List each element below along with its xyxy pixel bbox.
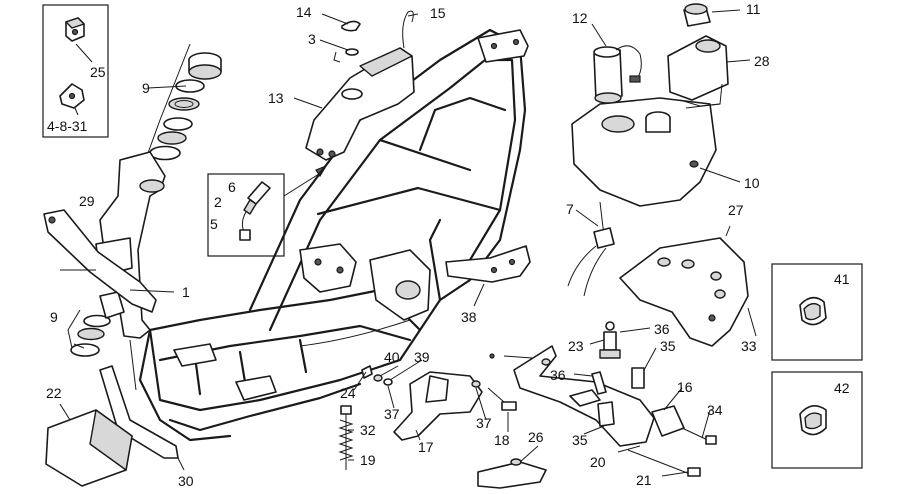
callout-30: 30 <box>178 473 194 489</box>
steering-bearing-stack <box>139 43 222 176</box>
callout-1: 1 <box>182 284 190 300</box>
lower-bearing-set <box>67 309 111 357</box>
callout-15: 15 <box>430 5 446 21</box>
rolled-mat-part-22 <box>45 403 133 487</box>
callout-2: 2 <box>214 194 222 210</box>
level-sensor-part-7 <box>567 201 615 297</box>
reservoir-part-28 <box>667 35 729 109</box>
callout-35-lower: 35 <box>572 432 588 448</box>
callout-3: 3 <box>308 31 316 47</box>
callout-34: 34 <box>707 402 723 418</box>
callout-33: 33 <box>741 338 757 354</box>
inset-clips-box <box>42 4 109 138</box>
callout-9-lower: 9 <box>50 309 58 325</box>
callout-26: 26 <box>528 429 544 445</box>
footrest-bracket-part-29 <box>43 209 157 313</box>
callout-37-right: 37 <box>476 415 492 431</box>
callout-5: 5 <box>210 216 218 232</box>
side-stand-part-26 <box>477 458 547 489</box>
rear-cover-part-27 <box>619 225 749 347</box>
inset-clamp-box-42 <box>771 371 863 469</box>
fuel-pump-part-12 <box>593 45 642 104</box>
fuel-tank-part-10 <box>571 97 717 207</box>
callout-35-upper: 35 <box>660 338 676 354</box>
main-frame-part-1 <box>138 28 529 442</box>
inset-cable-detail-box <box>207 164 328 257</box>
damper-parts-23-36-35 <box>489 321 645 427</box>
callout-7: 7 <box>566 201 574 217</box>
callout-14: 14 <box>296 4 312 20</box>
callout-labels: 14 15 3 13 25 4-8-31 9 6 2 5 29 1 9 22 3… <box>46 1 850 489</box>
clip-nut-part-25 <box>65 17 85 42</box>
callout-12: 12 <box>572 10 588 26</box>
callout-40: 40 <box>384 349 400 365</box>
callout-22: 22 <box>46 385 62 401</box>
callout-16: 16 <box>677 379 693 395</box>
callout-38: 38 <box>461 309 477 325</box>
callout-10: 10 <box>744 175 760 191</box>
callout-9-upper: 9 <box>142 80 150 96</box>
callout-37-left: 37 <box>384 406 400 422</box>
callout-42: 42 <box>834 380 850 396</box>
callout-36-lower: 36 <box>550 367 566 383</box>
callout-13: 13 <box>268 90 284 106</box>
engine-link-part-20 <box>513 345 717 477</box>
callout-28: 28 <box>754 53 770 69</box>
callout-29: 29 <box>79 193 95 209</box>
inset-clamp-box-41 <box>771 263 863 361</box>
callout-24: 24 <box>340 385 356 401</box>
callout-36-upper: 36 <box>654 321 670 337</box>
callout-27: 27 <box>728 202 744 218</box>
callout-18: 18 <box>494 432 510 448</box>
centre-stand-part-17 <box>393 371 483 441</box>
callout-39: 39 <box>414 349 430 365</box>
callout-21: 21 <box>636 472 652 488</box>
filler-cap-part-11 <box>683 3 711 27</box>
spring-part-32-19 <box>338 405 354 470</box>
callout-23: 23 <box>568 338 584 354</box>
fasteners-group <box>361 365 517 411</box>
clip-nut-part-4-8-31 <box>59 83 85 109</box>
callout-6: 6 <box>228 179 236 195</box>
callout-25: 25 <box>90 64 106 80</box>
tank-cap-part-14 <box>333 20 361 63</box>
callout-20: 20 <box>590 454 606 470</box>
callout-32: 32 <box>360 422 376 438</box>
callout-19: 19 <box>360 452 376 468</box>
callout-11: 11 <box>746 1 761 17</box>
callout-17: 17 <box>418 439 434 455</box>
coolant-tank-part-13 <box>305 10 415 161</box>
callout-4-8-31: 4-8-31 <box>47 118 88 134</box>
callout-41: 41 <box>834 271 850 287</box>
callout-leaders <box>73 9 757 477</box>
bracket-part-38 <box>445 245 531 307</box>
